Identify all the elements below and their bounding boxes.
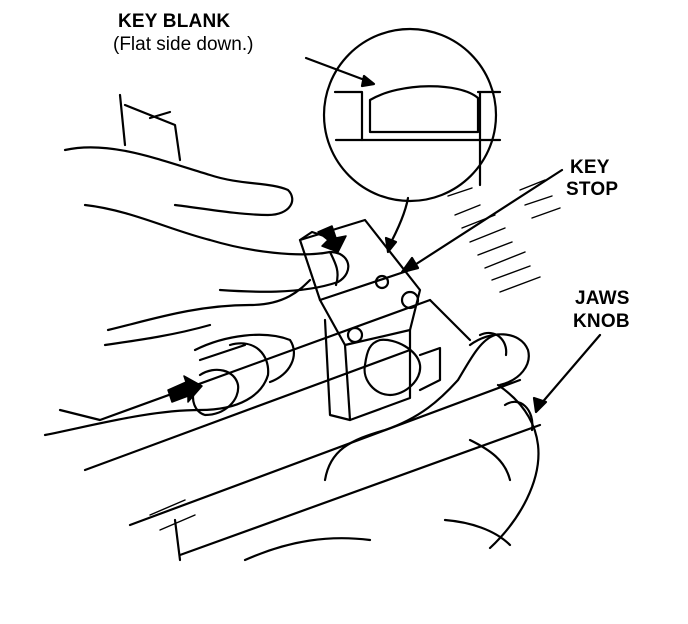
machine-base	[58, 93, 542, 562]
jaws-knob-label-line1: JAWS	[575, 288, 630, 309]
right-hand	[243, 331, 540, 562]
leader-lines	[304, 56, 602, 414]
jaws-knob-label-line2: KNOB	[573, 311, 630, 332]
push-arrow-icon	[167, 375, 203, 403]
push-arrow-icon	[317, 225, 347, 253]
magnifier-circle	[322, 27, 502, 203]
key-stop-label-line2: STOP	[566, 179, 619, 200]
vise-block	[298, 218, 442, 422]
lower-hand	[43, 333, 296, 437]
surface-hatching	[149, 179, 561, 531]
key-blank-note: (Flat side down.)	[113, 34, 254, 55]
key-stop-label-line1: KEY	[570, 157, 610, 178]
key-blank-title: KEY BLANK	[118, 11, 231, 32]
upper-hand	[63, 146, 350, 347]
